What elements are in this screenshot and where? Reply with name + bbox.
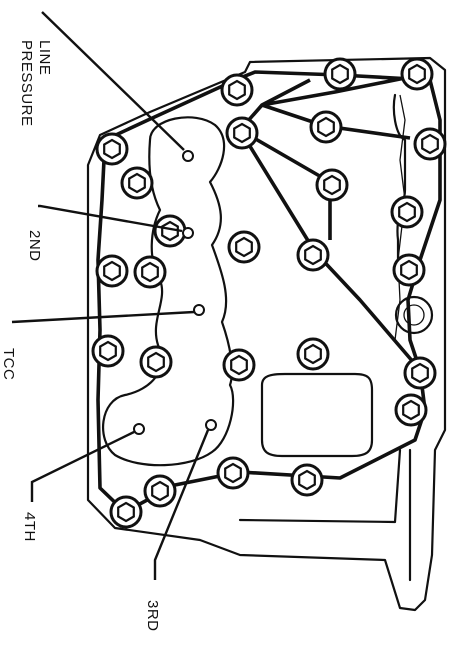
port-4th <box>133 423 145 435</box>
leader-line-pressure <box>41 11 185 151</box>
label-3rd: 3RD <box>144 600 161 632</box>
bolt-head <box>304 244 322 266</box>
bolt-head <box>323 174 341 196</box>
bolts <box>91 57 447 529</box>
bolt-head <box>411 362 429 384</box>
leader-lines <box>11 11 210 580</box>
round-port <box>394 295 434 335</box>
bolt-head <box>99 340 117 362</box>
leader-tcc <box>11 310 195 324</box>
leader-4th <box>30 430 135 502</box>
bolt-head <box>151 480 169 502</box>
bolt-head <box>331 63 349 85</box>
rect-pocket <box>260 372 374 458</box>
bolt-head <box>228 79 246 101</box>
bolt-head <box>128 172 146 194</box>
bolt-head <box>402 399 420 421</box>
bolt-head <box>141 261 159 283</box>
lower-right-channel <box>238 448 412 582</box>
bolt-head <box>400 259 418 281</box>
label-tcc: TCC <box>0 348 17 380</box>
bolt-head <box>298 469 316 491</box>
port-line-pressure <box>182 150 194 162</box>
label-4th: 4TH <box>21 512 38 542</box>
port-holes <box>133 150 217 435</box>
label-line: LINE <box>36 40 53 75</box>
bolt-head <box>103 138 121 160</box>
bolt-head <box>421 133 439 155</box>
bolt-head <box>398 201 416 223</box>
bolt-head <box>233 122 251 144</box>
bolt-head <box>117 501 135 523</box>
bolt-head <box>235 236 253 258</box>
port-tcc <box>193 304 205 316</box>
bolt-head <box>147 351 165 373</box>
label-pressure: PRESSURE <box>18 40 35 127</box>
line-pressure-passage <box>102 116 235 467</box>
leader-2nd <box>38 204 183 233</box>
leader-3rd <box>153 429 210 580</box>
port-3rd <box>205 419 217 431</box>
port-2nd <box>182 227 194 239</box>
right-slot <box>392 93 407 282</box>
label-2nd: 2ND <box>26 230 43 262</box>
bolt-head <box>304 343 322 365</box>
bolt-head <box>317 116 335 138</box>
casting-outline <box>86 56 447 612</box>
bolt-head <box>230 354 248 376</box>
bolt-head <box>103 260 121 282</box>
upper-channel-b <box>238 128 422 372</box>
round-port-inner <box>403 304 425 326</box>
bolt-head <box>224 462 242 484</box>
bolt-head <box>408 63 426 85</box>
